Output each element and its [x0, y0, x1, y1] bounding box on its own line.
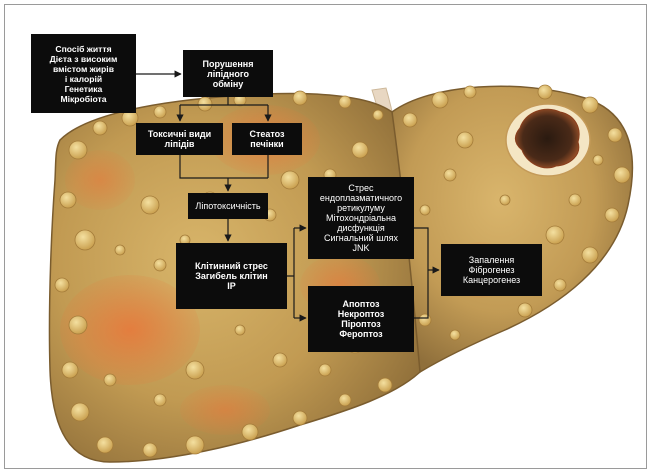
node-lipid-metabolism-line: ліпідного — [207, 69, 249, 79]
node-outcomes-line: Фіброгенез — [468, 265, 514, 275]
node-toxic-lipids-line: Токсичні види — [148, 129, 211, 139]
node-er-stress-line: ретикулуму — [337, 203, 385, 213]
node-steatosis-line: печінки — [250, 139, 283, 149]
node-steatosis: Стеатоз печінки — [232, 123, 302, 155]
arrow-merge-to-outcomes — [414, 228, 439, 318]
node-er-stress-line: Мітохондріальна — [326, 213, 396, 223]
node-cell-death: Апоптоз Некроптоз Піроптоз Фероптоз — [308, 286, 414, 352]
node-cell-stress-line: Клітинний стрес — [195, 261, 268, 271]
arrow-lipid-split — [180, 97, 268, 105]
node-er-stress: Стрес ендоплазматичного ретикулуму Мітох… — [308, 177, 414, 259]
node-lifestyle-line: Дієта з високим — [50, 54, 118, 64]
node-cell-death-line: Фероптоз — [339, 329, 382, 339]
node-er-stress-line: Стрес — [348, 183, 373, 193]
node-lipotoxicity-line: Ліпотоксичність — [195, 201, 260, 211]
node-cell-death-line: Некроптоз — [338, 309, 385, 319]
node-cell-stress-line: Загибель клітин — [195, 271, 267, 281]
node-cell-stress-line: ІР — [227, 281, 236, 291]
node-steatosis-line: Стеатоз — [249, 129, 284, 139]
node-er-stress-line: дисфункція — [337, 223, 385, 233]
node-er-stress-line: Сигнальний шлях — [324, 233, 398, 243]
node-lifestyle-line: Мікробіота — [60, 94, 106, 104]
node-toxic-lipids-line: ліпідів — [165, 139, 195, 149]
node-lifestyle-line: Спосіб життя — [55, 44, 111, 54]
node-outcomes: Запалення Фіброгенез Канцерогенез — [441, 244, 542, 296]
node-lipid-metabolism-line: обміну — [213, 79, 244, 89]
node-lifestyle-line: Генетика — [65, 84, 103, 94]
node-outcomes-line: Запалення — [469, 255, 514, 265]
node-lipid-metabolism: Порушення ліпідного обміну — [183, 50, 273, 97]
node-lifestyle: Спосіб життя Дієта з високим вмістом жир… — [31, 34, 136, 113]
node-outcomes-line: Канцерогенез — [463, 275, 520, 285]
node-cell-death-line: Апоптоз — [342, 299, 379, 309]
arrow-merge-to-lipotoxicity — [180, 155, 268, 191]
node-lipotoxicity: Ліпотоксичність — [188, 193, 268, 219]
node-cell-stress: Клітинний стрес Загибель клітин ІР — [176, 243, 287, 309]
node-er-stress-line: JNK — [352, 243, 369, 253]
arrow-cell-stress-split — [287, 228, 294, 318]
node-lipid-metabolism-line: Порушення — [203, 59, 254, 69]
node-er-stress-line: ендоплазматичного — [320, 193, 402, 203]
node-lifestyle-line: вмістом жирів — [53, 64, 114, 74]
node-toxic-lipids: Токсичні види ліпідів — [136, 123, 223, 155]
node-cell-death-line: Піроптоз — [341, 319, 381, 329]
node-lifestyle-line: і калорій — [65, 74, 102, 84]
